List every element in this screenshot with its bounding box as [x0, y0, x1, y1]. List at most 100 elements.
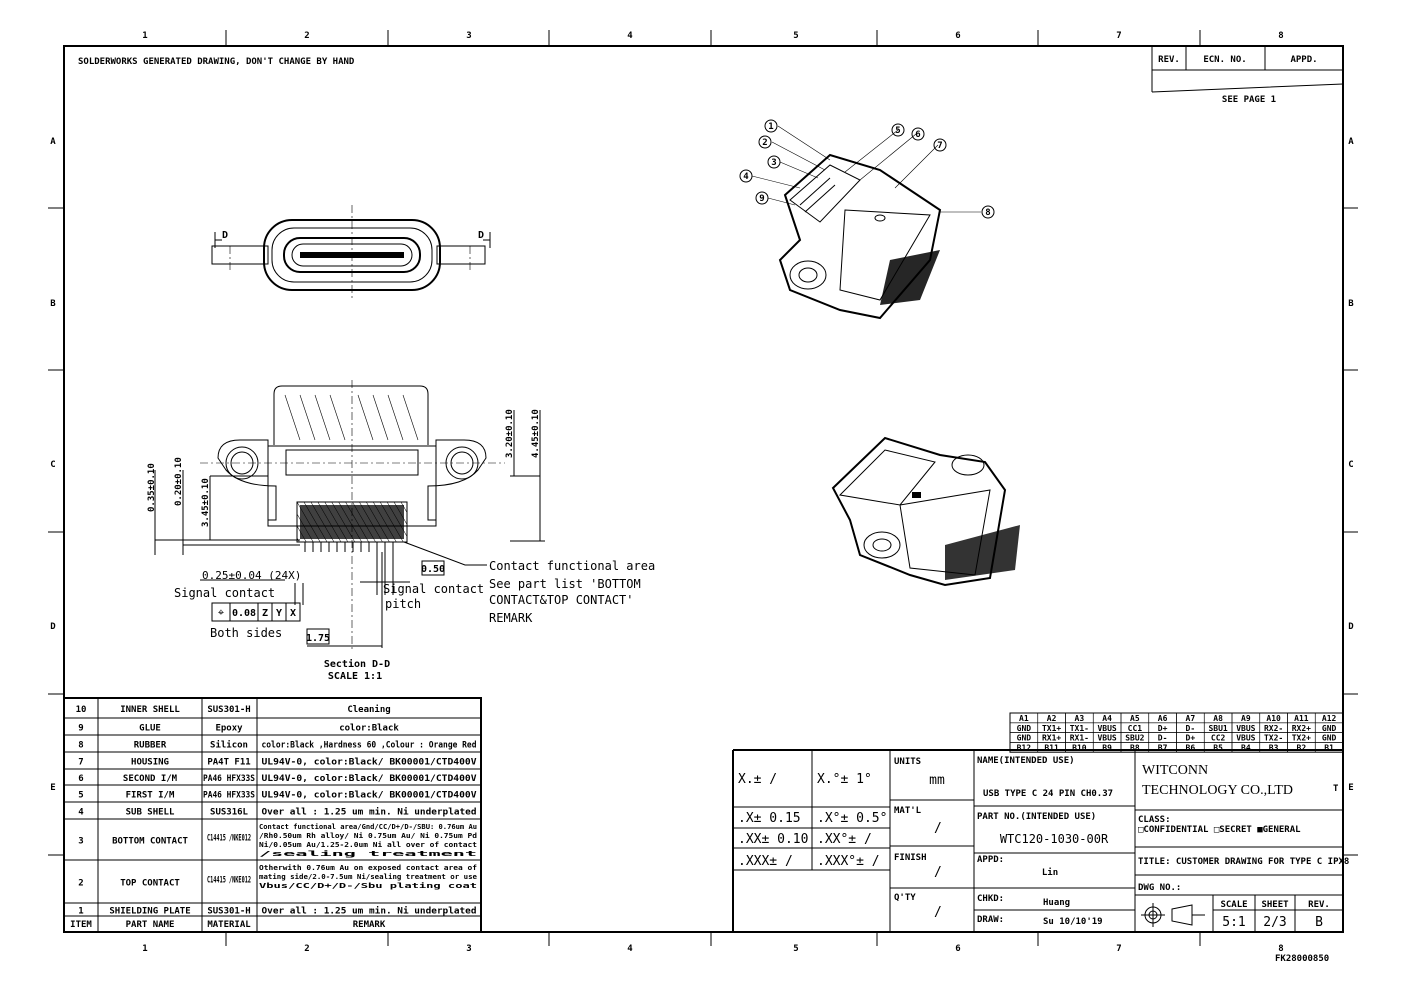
bom-remark-line: Ni/0.05um Au/1.25-2.0um Ni all over of c… [259, 841, 477, 849]
bom-remark: Over all : 1.25 um min. Ni underplated [262, 807, 477, 818]
bom-item: 8 [78, 741, 83, 751]
bom-part-name: SECOND I/M [123, 774, 178, 784]
bom-item: 3 [78, 837, 83, 847]
position-symbol: ⌖ [218, 606, 224, 619]
pin-cell: GND [1017, 724, 1032, 733]
datum-y: Y [276, 608, 282, 619]
bom-item: 1 [78, 907, 83, 917]
bom-remark-line: Contact functional area/Gnd/CC/D+/D-/SBU… [259, 823, 477, 831]
zone-col-8-bottom: 8 [1278, 944, 1283, 954]
pin-cell: D+ [1158, 724, 1168, 733]
balloon-9: 9 [759, 194, 764, 204]
draw-value: Su 10/10'19 [1043, 917, 1103, 927]
callout-line-4: REMARK [489, 611, 533, 625]
isometric-view-bottom [831, 436, 1020, 587]
pin-cell: B1 [1324, 743, 1334, 752]
bom-remark: color:Black ,Hardness 60 ,Colour : Orang… [262, 741, 477, 751]
bom-part-name: FIRST I/M [126, 791, 175, 801]
tol-linear-2: .XX± 0.10 [738, 832, 808, 847]
dwg-no-label: DWG NO.: [1138, 883, 1181, 893]
dim-0-35: 0.35±0.10 [147, 463, 157, 512]
balloon-1: 1 [768, 122, 773, 132]
pitch-box: 0.50 [421, 564, 445, 575]
pin-cell: RX1+ [1042, 734, 1061, 743]
bom-border [63, 697, 482, 933]
bom-item: 10 [76, 705, 87, 715]
bom-material: Silicon [210, 740, 248, 751]
finish-value: / [934, 865, 942, 880]
both-sides-label: Both sides [210, 626, 282, 640]
dim-0-20: 0.20±0.10 [174, 457, 184, 506]
section-mark-left: D [222, 230, 228, 241]
pin-cell: SBU2 [1125, 734, 1144, 743]
appd-header: APPD. [1290, 55, 1317, 65]
name-label: NAME(INTENDED USE) [977, 756, 1075, 766]
drawing-frame [63, 45, 1344, 933]
tol-linear-1: .X± 0.15 [738, 811, 801, 826]
position-tolerance-frame: ⌖ 0.08 Z Y X [211, 602, 301, 622]
bom-material: PA46 HFX33S [203, 791, 255, 801]
pin-cell: B2 [1297, 743, 1307, 752]
zone-col-5: 5 [793, 31, 798, 41]
zone-col-6-bottom: 6 [955, 944, 960, 954]
tolerance-value: 0.08 [232, 608, 256, 619]
bom-material: C14415 /NKE012 [207, 876, 251, 886]
bom-remark: Over all : 1.25 um min. Ni underplated [262, 906, 477, 917]
offset-box: 1.75 [306, 633, 330, 644]
bom-remark: color:Black [339, 724, 399, 734]
zone-row-c-right: C [1348, 460, 1353, 470]
zone-col-6: 6 [955, 31, 960, 41]
units-value: mm [929, 773, 945, 788]
scale-value: 5:1 [1222, 915, 1245, 930]
balloon-5: 5 [895, 126, 900, 136]
qty-label: Q'TY [894, 893, 916, 903]
pin-cell: B5 [1213, 743, 1223, 752]
pin-cell: RX2- [1264, 724, 1283, 733]
company-name-line-1: WITCONN [1142, 763, 1208, 778]
matl-label: MAT'L [894, 806, 922, 816]
pin-cell: RX2+ [1292, 724, 1311, 733]
bom-remark-line: /sealing treatment [259, 850, 477, 858]
zone-labels: 1 2 3 4 5 6 7 8 1 2 3 4 5 6 7 8 A B C D … [50, 31, 1354, 954]
bom-item: 5 [78, 791, 83, 801]
pin-cell: GND [1322, 724, 1337, 733]
zone-row-a: A [50, 137, 56, 147]
zone-col-1-bottom: 1 [142, 944, 147, 954]
bom-remark: UL94V-0, color:Black/ BK00001/CTD400V [262, 758, 478, 768]
zone-row-c: C [50, 460, 55, 470]
bom-item: 6 [78, 774, 83, 784]
sheet-label: SHEET [1261, 900, 1289, 910]
pin-cell: TX2+ [1292, 734, 1311, 743]
isometric-view-top: 1 2 3 4 5 6 7 8 9 [739, 119, 995, 320]
pin-cell: A6 [1158, 714, 1168, 723]
drawing-title: TITLE: CUSTOMER DRAWING FOR TYPE C IPX8 [1138, 857, 1349, 867]
chkd-value: Huang [1043, 898, 1070, 908]
balloon-2: 2 [762, 138, 767, 148]
zone-row-d: D [50, 622, 56, 632]
qty-value: / [934, 905, 942, 920]
zone-row-b: B [50, 299, 56, 309]
bom-material: C14415 /NKE012 [207, 834, 251, 844]
bom-item: 7 [78, 758, 83, 768]
pin-cell: A5 [1130, 714, 1140, 723]
pin-cell: CC1 [1128, 724, 1143, 733]
matl-value: / [934, 821, 942, 836]
zone-row-a-right: A [1348, 137, 1354, 147]
pitch-label-2: pitch [385, 597, 421, 611]
signal-contact-label: Signal contact [174, 586, 275, 600]
dim-3-20: 3.20±0.10 [505, 409, 515, 458]
scale-label: SCALE [1220, 900, 1247, 910]
tol-angular-2: .XX°± / [817, 832, 872, 847]
callout-line-3: CONTACT&TOP CONTACT' [489, 593, 634, 607]
bom-header: ITEM [70, 920, 92, 930]
